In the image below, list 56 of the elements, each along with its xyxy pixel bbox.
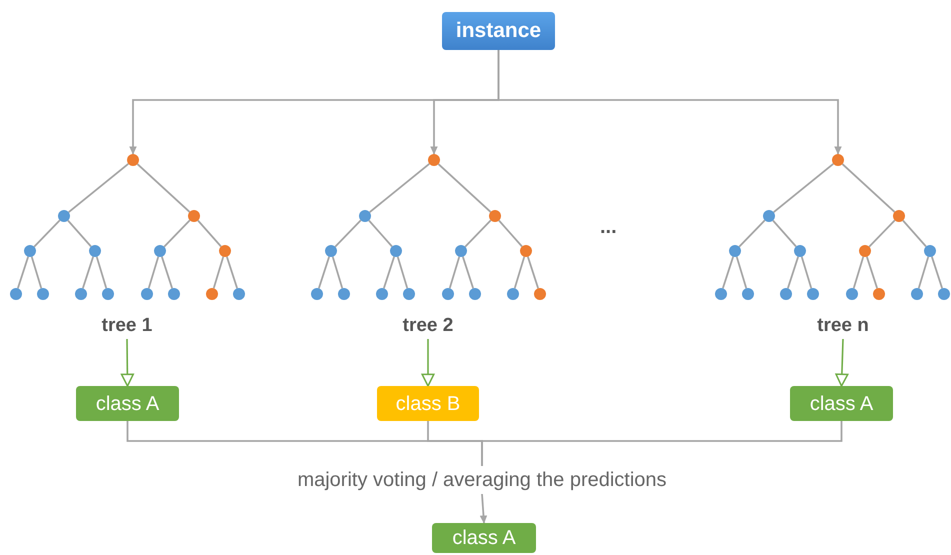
tree-label: tree 1	[87, 313, 167, 339]
connector-line	[334, 220, 362, 248]
connector-line	[161, 256, 173, 289]
connector-line	[136, 163, 190, 213]
connector-line	[226, 256, 238, 289]
class-box: class B	[377, 386, 479, 421]
class-box: class A	[432, 523, 536, 553]
connector-line	[164, 220, 190, 248]
connector-line	[464, 220, 492, 248]
connector-line	[332, 256, 344, 289]
connector-line	[17, 256, 29, 289]
tree-label: tree n	[803, 313, 883, 339]
class-box: class A	[790, 386, 893, 421]
class-box: class A	[76, 386, 179, 421]
connector-line	[148, 256, 160, 289]
connector-line	[773, 163, 834, 213]
connector-line	[902, 220, 927, 248]
connector-line	[842, 163, 896, 213]
connector-line	[787, 256, 799, 289]
arrow	[480, 494, 488, 524]
input-box: instance	[442, 12, 555, 50]
connector-line	[772, 220, 797, 248]
connector-line	[868, 220, 896, 248]
connector-line	[318, 256, 330, 289]
connector-line	[800, 256, 812, 289]
connector-line	[852, 256, 864, 289]
tree-label: tree 2	[388, 313, 468, 339]
connector-line	[866, 256, 878, 289]
connector-line	[383, 256, 395, 289]
connector-line	[67, 220, 92, 248]
connector-line	[438, 163, 492, 213]
connector-line	[931, 256, 943, 289]
connector-line	[368, 220, 393, 248]
connector-line	[736, 256, 748, 289]
connector-line	[498, 220, 523, 248]
connector-line	[396, 256, 408, 289]
connector-line	[369, 163, 430, 213]
connector-line	[462, 256, 474, 289]
hollow-arrow	[120, 339, 134, 387]
hollow-arrow	[421, 339, 435, 387]
hollow-arrow	[835, 338, 848, 387]
connector-line	[448, 256, 460, 289]
connector-line	[197, 220, 222, 248]
connector-line	[481, 421, 842, 466]
connector-line	[738, 220, 766, 248]
connector-line	[918, 256, 930, 289]
connector-line	[82, 256, 94, 289]
connector-line	[30, 256, 42, 289]
connector-line	[212, 256, 224, 289]
connector-line	[34, 220, 60, 248]
connector-line	[96, 256, 108, 289]
connector-line	[527, 256, 539, 289]
connector-line	[722, 256, 734, 289]
connector-line	[514, 256, 526, 289]
ellipsis-label: ...	[600, 215, 617, 240]
connector-line	[68, 163, 129, 213]
